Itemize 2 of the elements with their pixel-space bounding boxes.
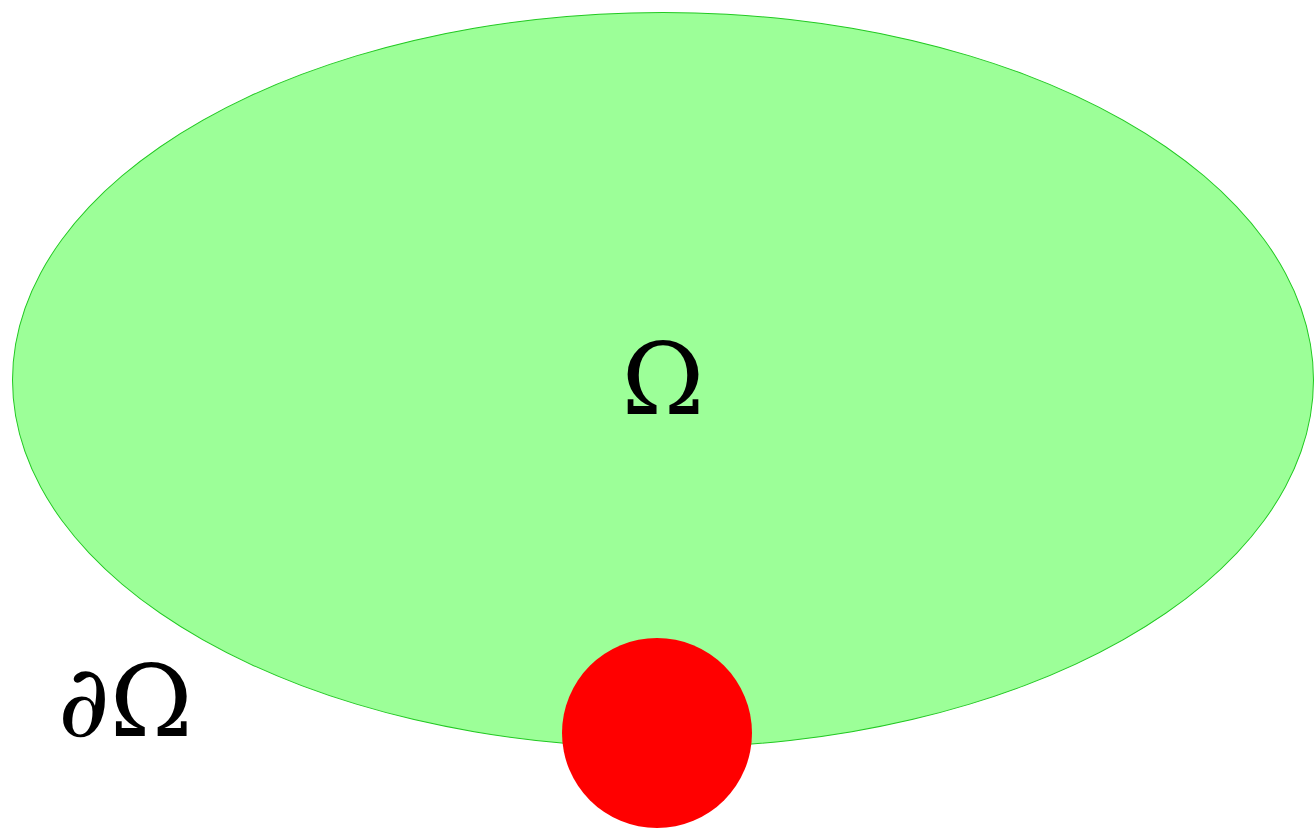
boundary-label: ∂Ω [58,652,193,752]
region-label: Ω [621,330,705,430]
